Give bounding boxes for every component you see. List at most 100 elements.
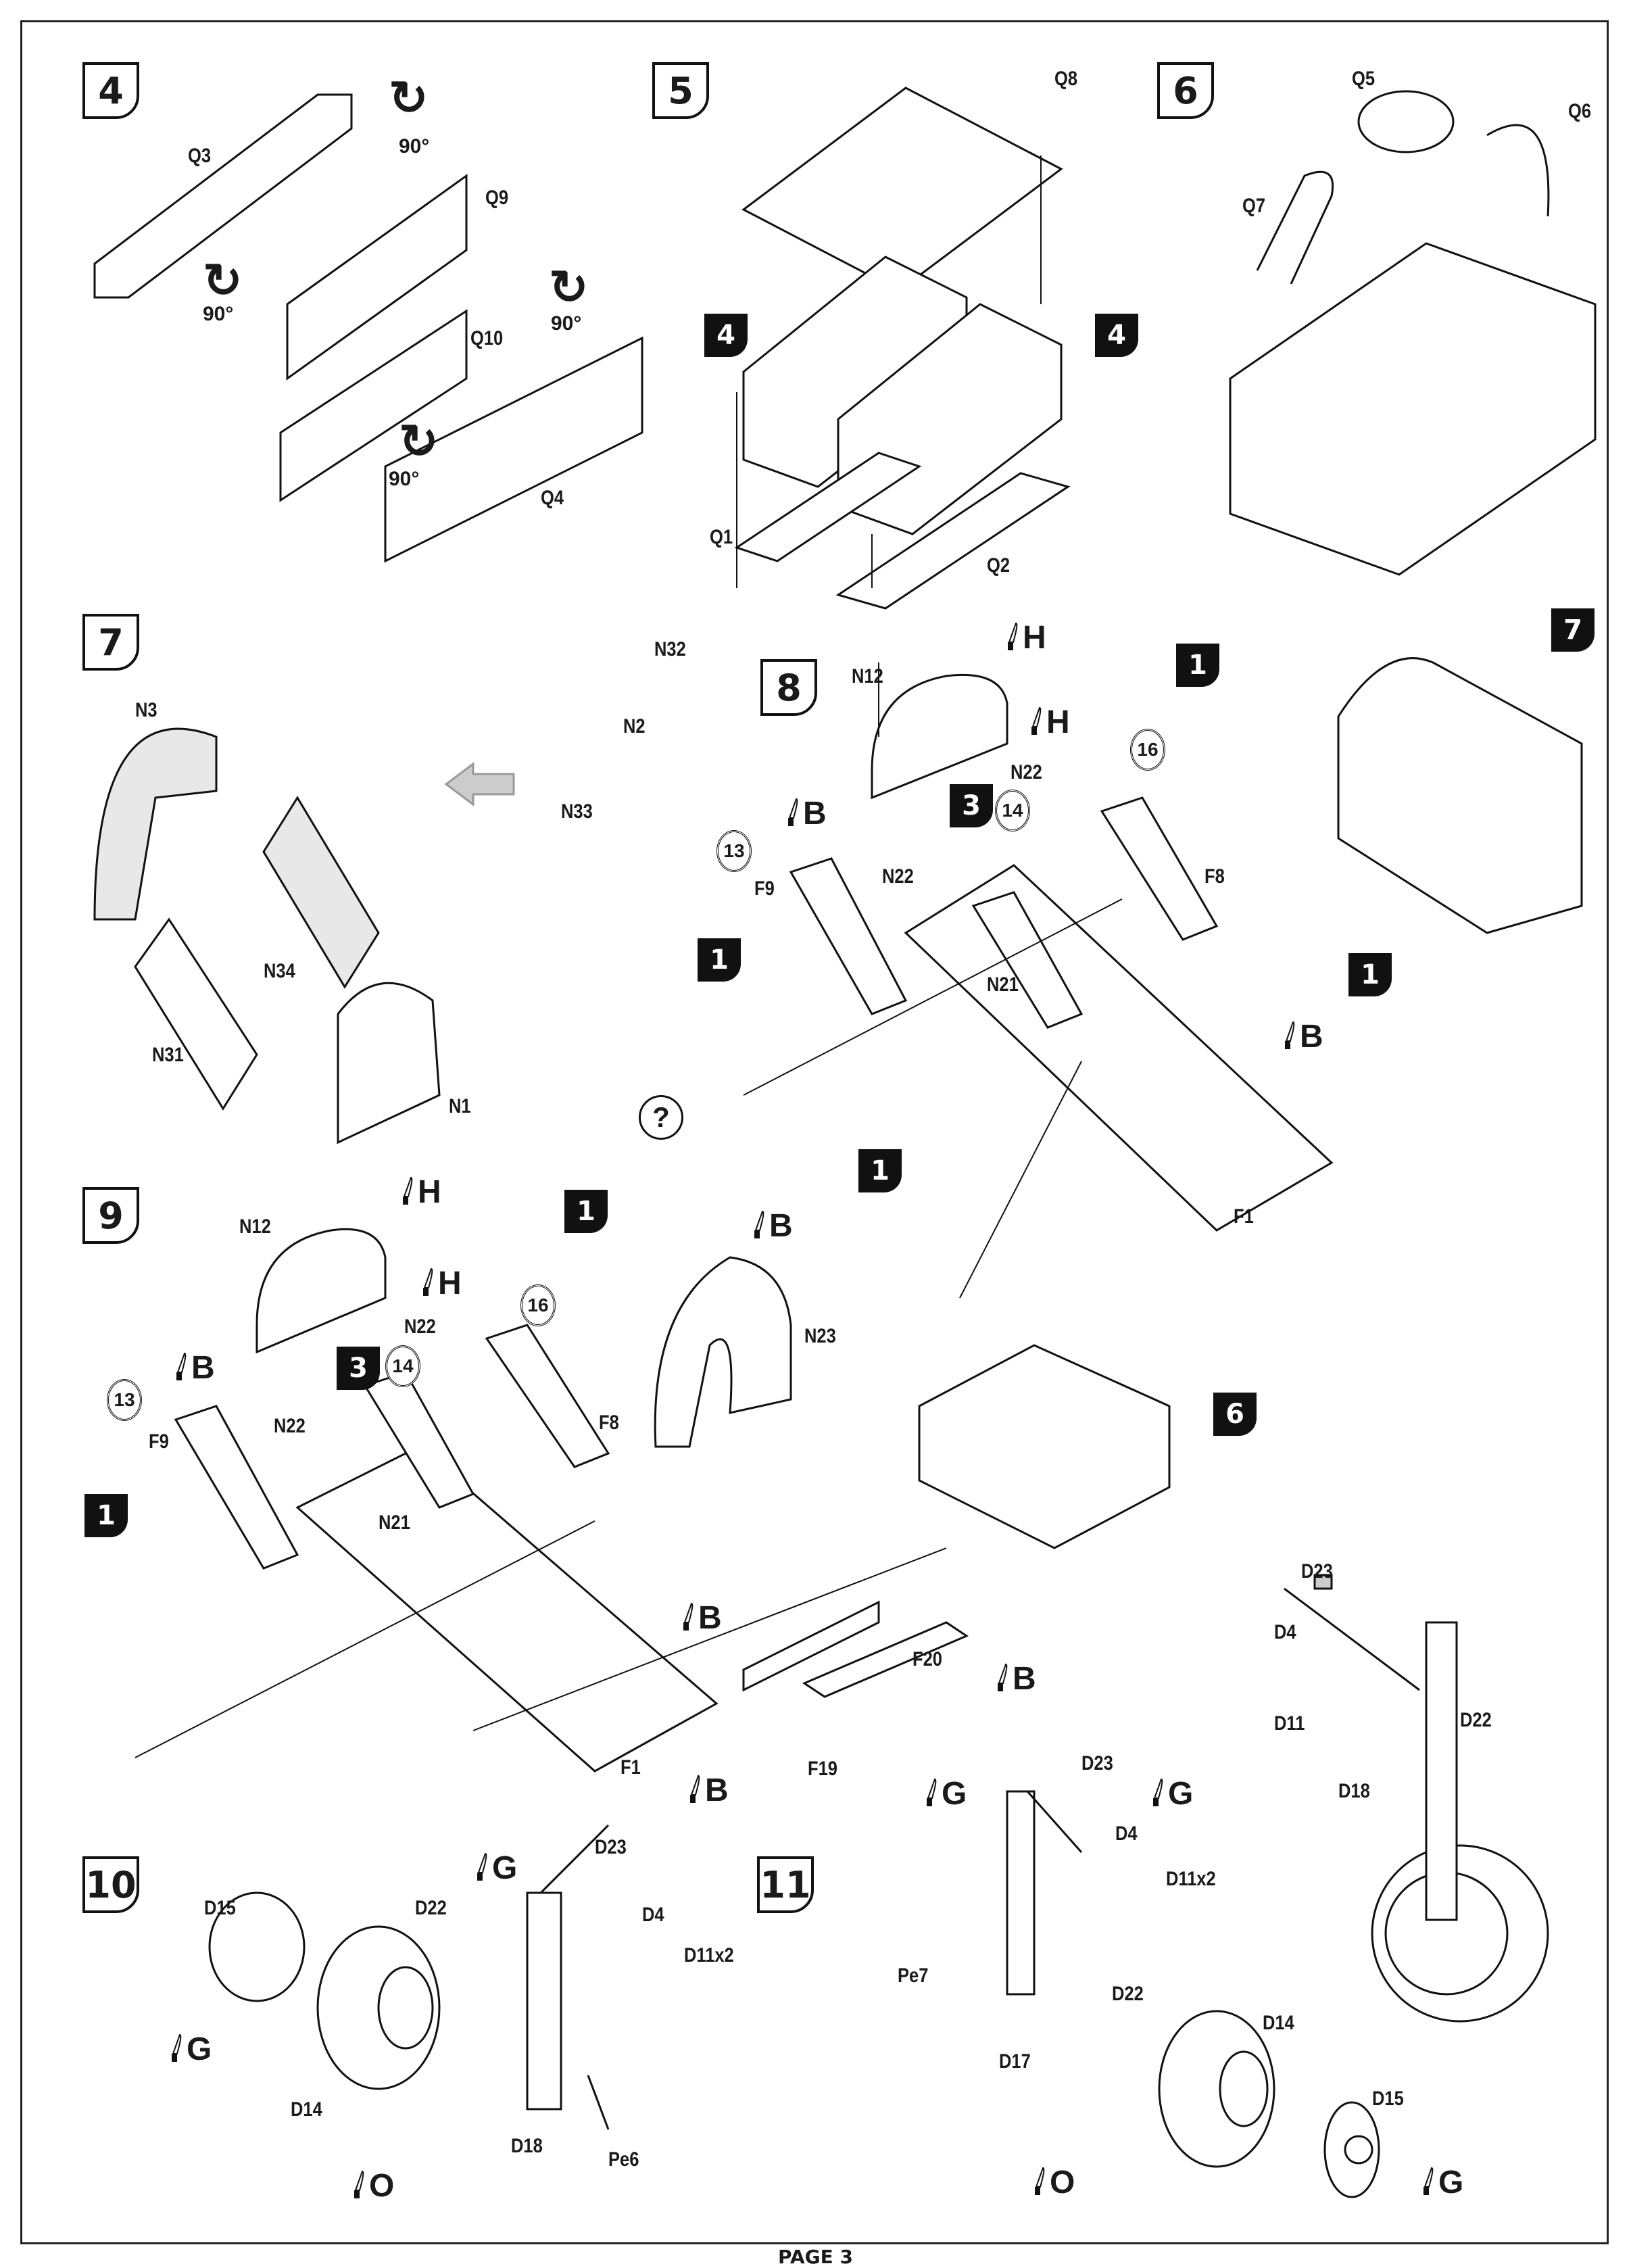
part-label-f19: F19 — [808, 1758, 837, 1780]
reference-label-d11: D11 — [1274, 1712, 1305, 1735]
part-label-n22: N22 — [882, 865, 914, 888]
arrow-left — [444, 762, 515, 806]
part-label-q1: Q1 — [710, 526, 733, 548]
paintbrush-icon — [1153, 1778, 1163, 1806]
part-label-n21: N21 — [987, 973, 1019, 996]
paintbrush-icon — [1008, 622, 1018, 650]
part-label-f20: F20 — [912, 1648, 942, 1670]
part-label-n21: N21 — [379, 1512, 410, 1534]
paintbrush-icon — [927, 1778, 937, 1806]
part-n3-shape — [93, 727, 218, 921]
paintbrush-icon — [1035, 2167, 1045, 2195]
part-label-f9: F9 — [754, 877, 775, 900]
paint-callout: H — [1004, 622, 1046, 654]
step-number-6: 6 — [1157, 62, 1214, 119]
paint-callout: G — [923, 1778, 967, 1810]
paint-callout: G — [1419, 2167, 1463, 2199]
part-label-q3: Q3 — [188, 145, 212, 167]
part-label-q10: Q10 — [470, 327, 504, 349]
rotate-icon: ↻ — [389, 72, 429, 124]
reference-gear-drawing — [1284, 1574, 1549, 2023]
rotate-icon: ↻ — [399, 415, 439, 468]
part-label-d22: D22 — [415, 1897, 447, 1919]
part-q9-shape — [286, 174, 468, 381]
part-label-d14: D14 — [1263, 2012, 1294, 2034]
part-label-n22: N22 — [274, 1415, 306, 1437]
decal-number-13: 13 — [716, 830, 752, 872]
guide-lines — [135, 155, 1123, 1758]
floor-f1-step8 — [904, 864, 1334, 1232]
step-number-11: 11 — [757, 1856, 814, 1913]
page-frame — [20, 20, 1609, 2244]
part-label-q4: Q4 — [541, 487, 564, 509]
part-label-d4: D4 — [1115, 1823, 1138, 1845]
part-label-n1: N1 — [449, 1095, 471, 1117]
seat-frame-step8 — [789, 796, 1219, 1029]
part-label-q8: Q8 — [1054, 68, 1078, 90]
paint-callout: H — [419, 1268, 462, 1300]
rotate-icon: ↻ — [549, 261, 589, 314]
paintbrush-icon — [423, 1268, 433, 1296]
step-number-7: 7 — [82, 614, 139, 671]
reference-step-badge: 3 — [337, 1347, 380, 1390]
wheel-d15-step11 — [1323, 2101, 1380, 2198]
paintbrush-icon — [354, 2170, 364, 2198]
bulkhead-assembly-step8 — [1337, 657, 1583, 934]
paint-callout: B — [994, 1663, 1036, 1695]
paint-callout: B — [784, 798, 827, 830]
reference-step-badge: 1 — [1348, 953, 1392, 996]
part-label-d15: D15 — [1372, 2088, 1404, 2110]
part-q8-shape — [741, 87, 1063, 292]
reference-step-badge: 1 — [858, 1149, 902, 1192]
step-number-4: 4 — [82, 62, 139, 119]
part-label-d4: D4 — [642, 1904, 664, 1926]
part-f19-f20 — [742, 1600, 969, 1698]
paintbrush-icon — [998, 1663, 1008, 1691]
wheel-d14-step10 — [316, 1925, 441, 2090]
part-label-f1: F1 — [620, 1756, 641, 1779]
paintbrush-icon — [477, 1852, 487, 1881]
paintbrush-icon — [788, 798, 798, 826]
part-label-n3: N3 — [135, 699, 157, 721]
step-number-8: 8 — [760, 659, 817, 716]
part-label-n22: N22 — [1011, 761, 1042, 783]
part-label-n12: N12 — [852, 665, 883, 687]
wheel-d14-step11 — [1158, 2010, 1275, 2168]
reference-step-badge: 6 — [1213, 1393, 1257, 1436]
paintbrush-icon — [176, 1352, 187, 1380]
strut-step10 — [526, 1824, 610, 2130]
part-label-n22: N22 — [404, 1316, 436, 1338]
part-label-d22: D22 — [1112, 1983, 1144, 2005]
paint-callout: B — [172, 1352, 215, 1384]
paint-callout: H — [399, 1176, 441, 1209]
step-number-9: 9 — [82, 1187, 139, 1244]
part-q2-shape — [835, 472, 1071, 610]
reference-label-d22: D22 — [1460, 1709, 1492, 1731]
strut-step11 — [1006, 1790, 1083, 1996]
battery-assembly — [1229, 242, 1597, 576]
paint-callout: B — [1281, 1021, 1323, 1053]
seat-frame-step9 — [174, 1324, 610, 1570]
page-number: PAGE 3 — [778, 2246, 853, 2268]
part-q7-shape — [1256, 170, 1334, 285]
part-label-q9: Q9 — [485, 187, 509, 209]
part-label-n32: N32 — [654, 638, 686, 660]
part-label-d11x2: D11x2 — [1166, 1868, 1216, 1890]
paintbrush-icon — [403, 1176, 413, 1205]
part-label-n34: N34 — [264, 960, 295, 982]
reference-label-d18: D18 — [1338, 1780, 1370, 1802]
paintbrush-icon — [1031, 706, 1042, 735]
reference-step-badge: 1 — [84, 1494, 128, 1537]
part-label-n12: N12 — [239, 1215, 271, 1238]
decal-number-14: 14 — [995, 790, 1030, 831]
reference-label-d23: D23 — [1301, 1560, 1333, 1583]
reference-step-badge: 4 — [1095, 314, 1138, 357]
part-q5-shape — [1357, 90, 1455, 153]
reference-step-badge: 3 — [950, 784, 993, 827]
part-n34-shape — [262, 796, 380, 989]
paint-callout: B — [686, 1775, 729, 1807]
part-label-d23: D23 — [1081, 1752, 1113, 1775]
part-label-q2: Q2 — [987, 554, 1011, 577]
decal-number-16: 16 — [1130, 729, 1165, 771]
